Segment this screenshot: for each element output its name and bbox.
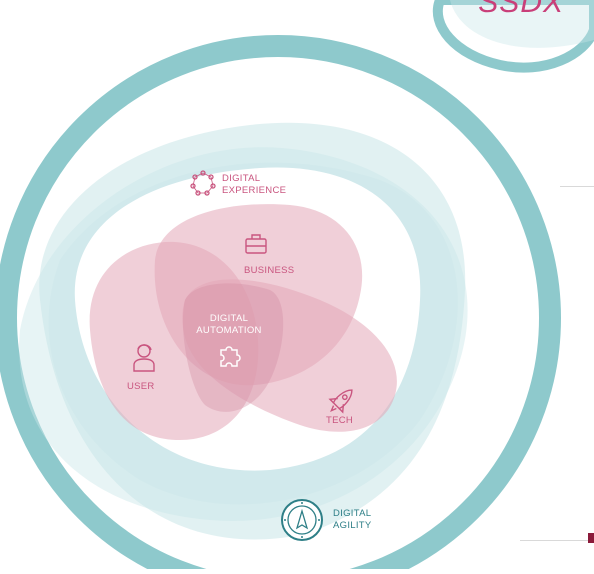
user-label: USER bbox=[127, 381, 155, 392]
corner-title: SSDX bbox=[478, 0, 564, 19]
network-icon bbox=[190, 170, 216, 196]
briefcase-icon bbox=[245, 234, 267, 254]
digital-experience-line1: DIGITAL bbox=[222, 173, 261, 184]
digital-agility-line1: DIGITAL bbox=[333, 508, 372, 519]
tech-label: TECH bbox=[326, 415, 354, 426]
compass-icon bbox=[281, 499, 323, 541]
digital-automation-label: DIGITAL AUTOMATION bbox=[190, 313, 268, 337]
corner-blob bbox=[432, 0, 594, 73]
divider-line-bottom bbox=[520, 540, 594, 541]
user-icon bbox=[133, 344, 155, 372]
rocket-icon bbox=[328, 389, 353, 414]
digital-experience-label: DIGITAL EXPERIENCE bbox=[222, 173, 286, 197]
divider-line-top bbox=[560, 186, 594, 187]
digital-agility-label: DIGITAL AGILITY bbox=[333, 508, 372, 532]
digital-automation-line2: AUTOMATION bbox=[196, 325, 262, 336]
business-label: BUSINESS bbox=[244, 265, 295, 276]
digital-automation-line1: DIGITAL bbox=[209, 313, 249, 324]
digital-experience-line2: EXPERIENCE bbox=[222, 185, 287, 196]
puzzle-icon bbox=[220, 346, 241, 367]
venn-center-overlap bbox=[182, 283, 284, 412]
edge-marker bbox=[588, 533, 594, 543]
venn-tech-blob bbox=[182, 279, 397, 432]
digital-agility-line2: AGILITY bbox=[333, 520, 372, 531]
